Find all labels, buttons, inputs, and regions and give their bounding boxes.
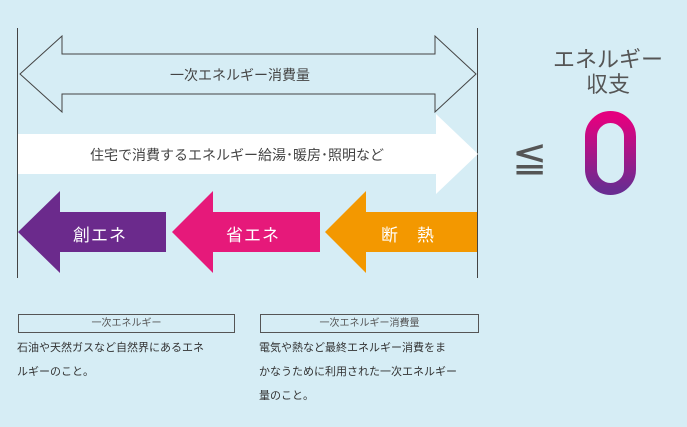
create-energy-label: 創エネ (73, 226, 127, 246)
primary-energy-term-box: 一次エネルギー (18, 314, 235, 333)
primary-energy-consumption-description: 電気や熱など最終エネルギー消費をま かなうために利用された一次エネルギー 量のこ… (259, 336, 487, 408)
housing-consumption-arrow (18, 114, 478, 194)
energy-balance-title: エネルギー 収支 (538, 48, 678, 98)
consumption-description-line1: 電気や熱など最終エネルギー消費をま (259, 341, 446, 354)
primary-energy-description-line1: 石油や天然ガスなど自然界にあるエネ (17, 341, 204, 354)
insulation-arrow (325, 191, 477, 273)
consumption-description-line2: かなうために利用された一次エネルギー (259, 365, 457, 378)
zero-symbol (585, 111, 636, 195)
primary-energy-consumption-label: 一次エネルギー消費量 (170, 68, 310, 84)
primary-energy-description: 石油や天然ガスなど自然界にあるエネ ルギーのこと。 (17, 336, 242, 384)
housing-consumption-label: 住宅で消費するエネルギー給湯･暖房･照明など (90, 148, 384, 164)
primary-energy-double-arrow (19, 34, 477, 114)
consumption-description-line3: 量のこと。 (259, 389, 314, 402)
insulation-label: 断 熱 (381, 226, 435, 246)
create-energy-arrow (18, 191, 166, 273)
primary-energy-description-line2: ルギーのこと。 (17, 365, 94, 378)
less-than-or-equal-symbol: ≦ (512, 132, 548, 181)
energy-balance-title-line1: エネルギー (552, 48, 663, 73)
primary-energy-consumption-term-box: 一次エネルギー消費量 (260, 314, 479, 333)
energy-balance-title-line2: 収支 (585, 73, 630, 98)
save-energy-arrow (172, 191, 320, 273)
save-energy-label: 省エネ (226, 226, 280, 246)
